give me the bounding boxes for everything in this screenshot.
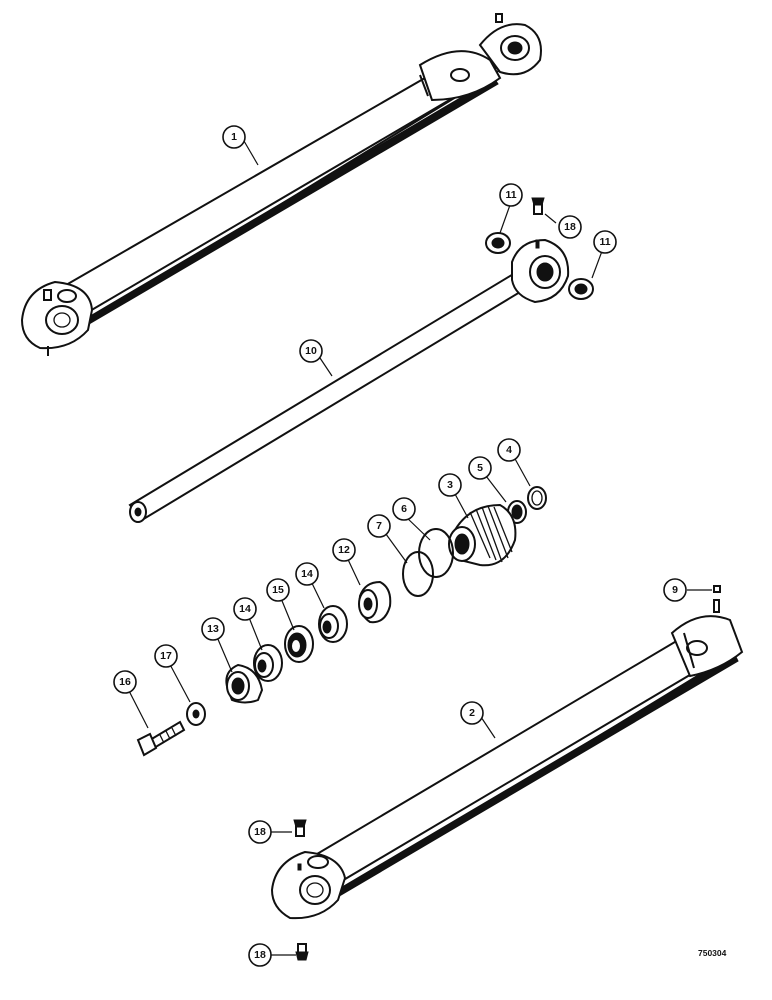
- callout-3: 3: [438, 473, 462, 497]
- callout-label: 13: [207, 623, 219, 635]
- callout-1: 1: [222, 125, 246, 149]
- callout-10: 10: [299, 339, 323, 363]
- callout-14-upper: 14: [295, 562, 319, 586]
- callout-9: 9: [663, 578, 687, 602]
- callout-label: 14: [301, 568, 313, 580]
- callout-15: 15: [266, 578, 290, 602]
- callout-14-lower: 14: [233, 597, 257, 621]
- cylinder-barrel-lower: [270, 599, 744, 920]
- gland-3: [448, 503, 517, 567]
- callout-18-bottom: 18: [248, 943, 272, 967]
- callout-label: 10: [305, 345, 317, 357]
- callout-5: 5: [468, 456, 492, 480]
- callout-label: 18: [254, 826, 266, 838]
- rod-eye-seal-left: [485, 232, 511, 254]
- callout-4: 4: [497, 438, 521, 462]
- cylinder-barrel-upper: [20, 13, 542, 356]
- callout-label: 11: [599, 236, 610, 248]
- callout-label: 2: [469, 707, 475, 719]
- washer-17: [186, 702, 206, 726]
- callout-6: 6: [392, 497, 416, 521]
- callout-12: 12: [332, 538, 356, 562]
- callout-13: 13: [201, 617, 225, 641]
- callout-label: 3: [447, 479, 453, 491]
- piston-seal-14-upper: [318, 605, 348, 643]
- grease-fitting-lower-bottom: [295, 943, 309, 961]
- callout-label: 5: [477, 462, 483, 474]
- callout-label: 18: [254, 949, 266, 961]
- piston-rod: [128, 238, 570, 523]
- callout-17: 17: [154, 644, 178, 668]
- screw-9: [713, 585, 721, 593]
- callout-16: 16: [113, 670, 137, 694]
- callout-label: 1: [231, 131, 237, 143]
- leader-lines: [124, 140, 712, 956]
- callout-label: 16: [119, 676, 131, 688]
- callout-2: 2: [460, 701, 484, 725]
- seal-ring-4: [527, 486, 547, 510]
- piston-seal-14-lower: [253, 644, 283, 682]
- wear-ring-15: [284, 625, 314, 663]
- callout-label: 17: [160, 650, 172, 662]
- callout-label: 11: [505, 189, 516, 201]
- grease-fitting-lower-top: [293, 819, 307, 837]
- o-ring-7: [402, 551, 434, 597]
- rod-eye-seal-right: [568, 278, 594, 300]
- piston-13: [225, 663, 264, 704]
- bolt-16: [136, 720, 186, 757]
- callout-label: 7: [376, 520, 382, 532]
- callout-label: 18: [564, 221, 576, 233]
- callout-11-right: 11: [593, 230, 617, 254]
- callout-18-middle: 18: [248, 820, 272, 844]
- callout-11-left: 11: [499, 183, 523, 207]
- grease-fitting-upper: [531, 197, 545, 215]
- callout-label: 14: [239, 603, 251, 615]
- callout-label: 12: [338, 544, 350, 556]
- callout-label: 6: [401, 503, 407, 515]
- piston-12: [358, 580, 392, 624]
- callout-label: 9: [672, 584, 678, 596]
- callout-18-top: 18: [558, 215, 582, 239]
- callout-label: 15: [272, 584, 284, 596]
- figure-id: 750304: [698, 948, 727, 958]
- callout-7: 7: [367, 514, 391, 538]
- callout-label: 4: [506, 444, 512, 456]
